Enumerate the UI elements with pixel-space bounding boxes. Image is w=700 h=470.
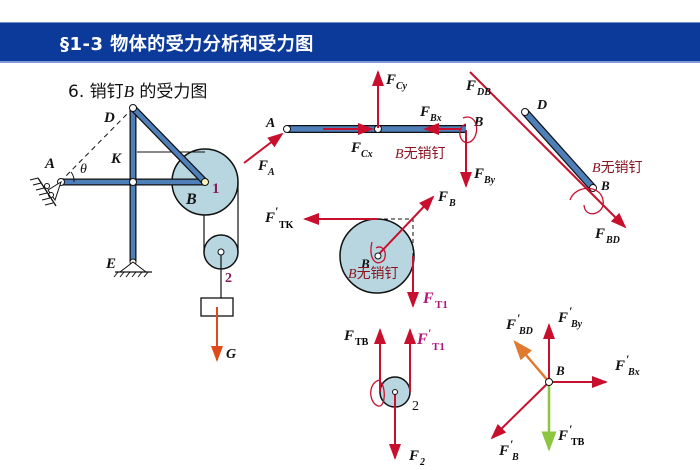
svg-text:TK: TK [279, 220, 294, 231]
subtitle-prefix: 6. 销钉 [68, 82, 124, 102]
svg-text:F: F [264, 210, 275, 226]
label-B: B [185, 191, 197, 208]
svg-text:F: F [385, 72, 396, 88]
svg-text:′: ′ [569, 422, 572, 436]
svg-text:T1: T1 [432, 341, 445, 353]
svg-text:BD: BD [518, 326, 533, 337]
svg-text:F: F [557, 310, 568, 326]
label-D: D [103, 110, 115, 126]
svg-text:B: B [448, 198, 456, 209]
svg-text:2: 2 [412, 399, 419, 414]
svg-text:F: F [419, 104, 430, 120]
svg-text:′: ′ [510, 437, 513, 451]
label-K: K [110, 151, 122, 167]
svg-text:Bx: Bx [627, 367, 640, 378]
fbd-pin-B: B F′BD F′By F′Bx F′TB F′B [490, 304, 640, 463]
subtitle-var: B [123, 82, 135, 101]
label-G: G [226, 347, 236, 362]
svg-text:B: B [511, 452, 519, 463]
svg-text:Cy: Cy [396, 81, 408, 92]
svg-text:F: F [257, 158, 268, 174]
svg-text:TB: TB [571, 437, 585, 448]
note-no-pin-1: B无销钉 [395, 146, 446, 162]
subtitle: 6. 销钉B 的受力图 [68, 77, 207, 102]
svg-text:By: By [570, 319, 583, 330]
slide-title: §1-3 物体的受力分析和受力图 [60, 34, 314, 55]
rod-DB [131, 106, 207, 184]
subtitle-suffix: 的受力图 [134, 82, 208, 102]
svg-text:′: ′ [428, 326, 431, 340]
svg-text:A: A [267, 167, 275, 178]
svg-text:B: B [555, 363, 565, 378]
svg-text:D: D [536, 98, 547, 113]
note-no-pin-3: B无销钉 [348, 266, 399, 282]
svg-text:Bx: Bx [429, 113, 442, 124]
svg-text:F: F [473, 166, 484, 182]
svg-text:F: F [350, 140, 361, 156]
svg-text:′: ′ [517, 311, 520, 325]
svg-text:′: ′ [569, 304, 572, 318]
svg-text:F: F [416, 331, 428, 348]
svg-text:F: F [505, 317, 516, 333]
svg-text:F: F [557, 428, 568, 444]
svg-text:TB: TB [355, 337, 369, 348]
label-pulley-1: 1 [212, 181, 220, 197]
label-pulley-2: 2 [225, 271, 232, 286]
svg-text:F: F [465, 78, 476, 94]
svg-text:BD: BD [605, 235, 620, 246]
note-no-pin-2: B无销钉 [592, 160, 643, 176]
slide-header: §1-3 物体的受力分析和受力图 [0, 22, 700, 63]
svg-text:B: B [600, 178, 610, 193]
svg-text:F: F [594, 226, 605, 242]
svg-text:F: F [422, 290, 434, 307]
svg-text:T1: T1 [435, 299, 448, 311]
svg-text:F: F [498, 443, 509, 459]
structure: G D K A θ B 1 2 E [29, 104, 239, 362]
label-theta: θ [80, 162, 87, 177]
svg-text:′: ′ [626, 352, 629, 366]
svg-text:A: A [265, 116, 275, 131]
label-A: A [44, 156, 55, 172]
svg-text:B: B [473, 115, 483, 130]
svg-text:F: F [437, 189, 448, 205]
svg-text:′: ′ [275, 204, 278, 218]
svg-text:F: F [614, 358, 625, 374]
svg-text:DB: DB [476, 87, 491, 98]
svg-text:Cx: Cx [361, 149, 373, 160]
svg-text:2: 2 [419, 457, 425, 468]
svg-text:B: B [360, 256, 370, 271]
svg-text:F: F [343, 328, 354, 344]
svg-text:F: F [408, 448, 419, 464]
label-E: E [105, 256, 116, 272]
svg-text:By: By [483, 175, 496, 186]
